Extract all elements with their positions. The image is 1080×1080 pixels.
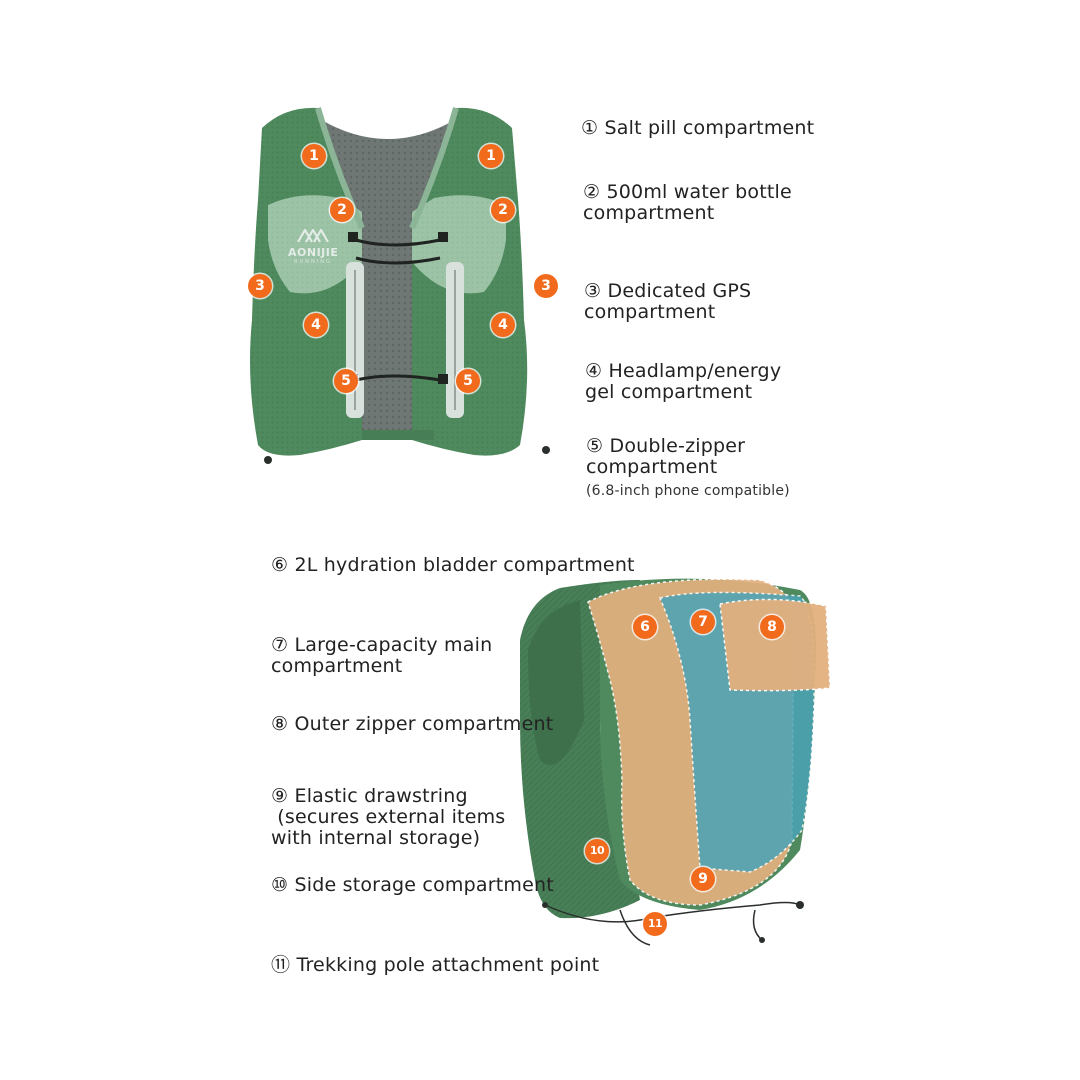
label-11-num: ⑪ xyxy=(271,954,291,976)
marker-4-left: 4 xyxy=(304,313,328,337)
label-2-line2: compartment xyxy=(583,202,715,224)
brand-mark-icon xyxy=(297,227,329,243)
label-1-text: Salt pill compartment xyxy=(604,117,815,139)
label-4-text: Headlamp/energy xyxy=(608,360,782,382)
label-3: ③ Dedicated GPS compartment xyxy=(584,281,751,323)
marker-10: 10 xyxy=(585,839,609,863)
label-6-num: ⑥ xyxy=(271,554,289,576)
marker-11: 11 xyxy=(643,912,667,936)
label-1-num: ① xyxy=(581,117,599,139)
label-4-num: ④ xyxy=(585,360,603,382)
label-11: ⑪ Trekking pole attachment point xyxy=(271,955,599,976)
label-6-text: 2L hydration bladder compartment xyxy=(294,554,635,576)
label-5-sub: (6.8-inch phone compatible) xyxy=(586,483,790,499)
label-7: ⑦ Large-capacity main compartment xyxy=(271,635,492,677)
brand-logo: AONIJIE RUNNING xyxy=(288,227,339,265)
label-3-num: ③ xyxy=(584,280,602,302)
label-9-num: ⑨ xyxy=(271,785,289,807)
label-2: ② 500ml water bottle compartment xyxy=(583,182,792,224)
front-vest xyxy=(250,107,550,464)
marker-1-left: 1 xyxy=(302,144,326,168)
marker-7: 7 xyxy=(691,610,715,634)
label-5-text: Double-zipper xyxy=(609,435,746,457)
label-10: ⑩ Side storage compartment xyxy=(271,875,554,896)
outer-zipper-overlay xyxy=(719,598,831,692)
label-9-text: Elastic drawstring xyxy=(294,785,468,807)
label-5-line2: compartment xyxy=(586,456,718,478)
label-7-text: Large-capacity main xyxy=(294,634,493,656)
marker-3-left: 3 xyxy=(248,274,272,298)
marker-1-right: 1 xyxy=(479,144,503,168)
label-11-text: Trekking pole attachment point xyxy=(296,954,600,976)
brand-logo-text: AONIJIE xyxy=(288,246,339,259)
marker-6: 6 xyxy=(633,615,657,639)
marker-5-right: 5 xyxy=(456,369,480,393)
label-9: ⑨ Elastic drawstring (secures external i… xyxy=(271,786,505,849)
marker-9: 9 xyxy=(691,867,715,891)
label-3-text: Dedicated GPS xyxy=(607,280,752,302)
label-8-num: ⑧ xyxy=(271,713,289,735)
label-3-line2: compartment xyxy=(584,301,716,323)
label-1: ① Salt pill compartment xyxy=(581,118,814,139)
label-7-line2: compartment xyxy=(271,655,403,677)
marker-5-left: 5 xyxy=(334,369,358,393)
label-5-num: ⑤ xyxy=(586,435,604,457)
marker-4-right: 4 xyxy=(491,313,515,337)
label-10-num: ⑩ xyxy=(271,874,289,896)
label-9-line2: (secures external items xyxy=(271,806,506,828)
label-8-text: Outer zipper compartment xyxy=(294,713,554,735)
marker-2-right: 2 xyxy=(491,198,515,222)
label-8: ⑧ Outer zipper compartment xyxy=(271,714,553,735)
label-4-line2: gel compartment xyxy=(585,381,753,403)
label-10-text: Side storage compartment xyxy=(294,874,554,896)
label-4: ④ Headlamp/energy gel compartment xyxy=(585,361,781,403)
label-5: ⑤ Double-zipper compartment (6.8-inch ph… xyxy=(586,436,790,500)
label-2-text: 500ml water bottle xyxy=(606,181,792,203)
label-9-line3: with internal storage) xyxy=(271,827,481,849)
right-bottle-pocket xyxy=(412,195,506,294)
label-6: ⑥ 2L hydration bladder compartment xyxy=(271,555,635,576)
side-vest xyxy=(520,578,831,946)
marker-2-left: 2 xyxy=(330,198,354,222)
marker-3-right: 3 xyxy=(534,274,558,298)
label-7-num: ⑦ xyxy=(271,634,289,656)
marker-8: 8 xyxy=(760,615,784,639)
label-2-num: ② xyxy=(583,181,601,203)
brand-logo-sub: RUNNING xyxy=(294,259,332,265)
